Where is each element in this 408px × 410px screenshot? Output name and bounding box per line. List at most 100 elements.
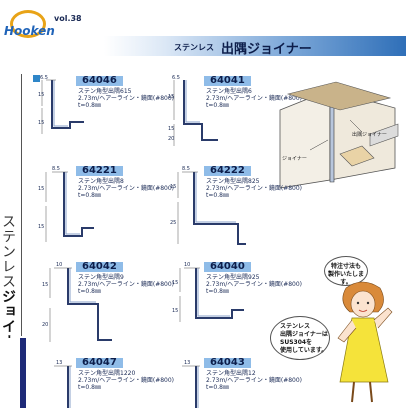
product-code: 64040 bbox=[204, 262, 251, 272]
product-code: 64047 bbox=[76, 358, 123, 368]
callout-line: 製作いたします。 bbox=[327, 271, 364, 286]
product-code: 64222 bbox=[204, 166, 251, 176]
mascot-girl-illustration bbox=[326, 278, 398, 406]
dim-label: 15 bbox=[172, 308, 178, 314]
dim-label: 8.5 bbox=[182, 166, 190, 172]
product-64041: 6.5 15 15 20 64041 ステン角型出隅6 2.73m/ヘアーライン… bbox=[168, 75, 302, 156]
product-description: ステン角型出隅925 2.73m/ヘアーライン・鏡面(#800) t=0.8㎜ bbox=[206, 274, 302, 295]
product-name: ステン角型出隅925 bbox=[206, 274, 260, 281]
profile-diagram-64046: 6.5 15 15 bbox=[38, 75, 84, 134]
dim-label: 15 bbox=[42, 282, 48, 288]
product-spec: 2.73m/ヘアーライン・鏡面(#800) bbox=[206, 185, 303, 192]
dim-label: 15 bbox=[172, 280, 178, 286]
profile-diagram-64043: 13 bbox=[182, 360, 200, 408]
product-thickness: t=0.8㎜ bbox=[206, 192, 229, 199]
dim-label: 15 bbox=[38, 224, 44, 230]
product-description: ステン角型出隅1220 2.73m/ヘアーライン・鏡面(#800) t=0.8㎜ bbox=[78, 370, 174, 391]
mascot-drawing bbox=[337, 281, 393, 403]
dim-label: 13 bbox=[184, 360, 190, 366]
page-title: 出隅ジョイナー bbox=[221, 42, 312, 57]
product-64043: 13 64043 ステン角型出隅12 2.73m/ヘアーライン・鏡面(#800)… bbox=[168, 358, 302, 408]
dim-label: 20 bbox=[168, 136, 174, 142]
dim-label: 8.5 bbox=[52, 166, 60, 172]
product-name: ステン角型出隅6 bbox=[206, 88, 252, 95]
dim-label: 10 bbox=[184, 262, 190, 268]
corner-drawing: 出隅ジョイナー ジョイナー bbox=[279, 81, 399, 189]
product-description: ステン角型出隅825 2.73m/ヘアーライン・鏡面(#800) t=0.8㎜ bbox=[206, 178, 302, 199]
product-name: ステン角型出隅9 bbox=[78, 274, 124, 281]
callout-line: 出隅ジョイナーは bbox=[280, 331, 328, 338]
product-description: ステン角型出隅8 2.73m/ヘアーライン・鏡面(#800) t=0.8㎜ bbox=[78, 178, 174, 199]
corner-installation-illustration: 出隅ジョイナー ジョイナー bbox=[270, 80, 400, 190]
product-description: ステン角型出隅12 2.73m/ヘアーライン・鏡面(#800) t=0.8㎜ bbox=[206, 370, 302, 391]
material-callout: ステンレス 出隅ジョイナーは SUS304を 使用しています。 bbox=[270, 316, 330, 360]
product-code: 64221 bbox=[76, 166, 123, 176]
title-bar: ステンレス 出隅ジョイナー bbox=[104, 36, 406, 57]
product-spec: 2.73m/ヘアーライン・鏡面(#800) bbox=[206, 281, 303, 288]
product-description: ステン角型出隅6 2.73m/ヘアーライン・鏡面(#800) t=0.8㎜ bbox=[206, 88, 302, 109]
product-description: ステン角型出隅9 2.73m/ヘアーライン・鏡面(#800) t=0.8㎜ bbox=[78, 274, 174, 295]
illus-label-top: 出隅ジョイナー bbox=[352, 131, 387, 138]
product-thickness: t=0.8㎜ bbox=[206, 384, 229, 391]
product-spec: 2.73m/ヘアーライン・鏡面(#800) bbox=[78, 95, 175, 102]
product-spec: 2.73m/ヘアーライン・鏡面(#800) bbox=[78, 281, 175, 288]
product-thickness: t=0.8㎜ bbox=[206, 102, 229, 109]
volume-label: vol.38 bbox=[54, 14, 82, 23]
profile-diagram-64040: 10 15 15 bbox=[172, 262, 244, 322]
callout-line: 特注寸法も bbox=[330, 263, 361, 270]
product-64221: 8.5 15 15 64221 ステン角型出隅8 2.73m/ヘアーライン・鏡面… bbox=[38, 166, 174, 246]
logo-wordmark: Hooken bbox=[4, 24, 55, 38]
product-64040: 10 15 15 64040 ステン角型出隅925 2.73m/ヘアーライン・鏡… bbox=[168, 262, 302, 342]
product-name: ステン角型出隅8 bbox=[78, 178, 124, 185]
side-divider bbox=[21, 74, 22, 336]
product-thickness: t=0.8㎜ bbox=[78, 192, 101, 199]
callout-line: SUS304を bbox=[280, 339, 313, 346]
callout-line: 使用しています。 bbox=[280, 347, 328, 354]
product-spec: 2.73m/ヘアーライン・鏡面(#800) bbox=[206, 95, 303, 102]
product-code: 64043 bbox=[204, 358, 251, 368]
product-spec: 2.73m/ヘアーライン・鏡面(#800) bbox=[78, 185, 175, 192]
product-thickness: t=0.8㎜ bbox=[206, 288, 229, 295]
dim-label: 15 bbox=[168, 94, 174, 100]
dim-label: 15 bbox=[168, 126, 174, 132]
dim-label: 20 bbox=[42, 322, 48, 328]
dim-label: 15 bbox=[38, 120, 44, 126]
profile-diagram-64042: 10 15 20 bbox=[42, 262, 112, 342]
product-name: ステン角型出隅615 bbox=[78, 88, 132, 95]
product-thickness: t=0.8㎜ bbox=[78, 288, 101, 295]
dim-label: 15 bbox=[38, 186, 44, 192]
product-name: ステン角型出隅825 bbox=[206, 178, 260, 185]
profile-diagram-64221: 8.5 15 15 bbox=[38, 166, 94, 242]
product-code: 64041 bbox=[204, 76, 251, 86]
dim-label: 15 bbox=[170, 184, 176, 190]
product-thickness: t=0.8㎜ bbox=[78, 102, 101, 109]
product-name: ステン角型出隅12 bbox=[206, 370, 256, 377]
profile-diagram-64047: 13 bbox=[54, 360, 72, 408]
dim-label: 13 bbox=[56, 360, 62, 366]
dim-label: 25 bbox=[170, 220, 176, 226]
dim-label: 6.5 bbox=[172, 75, 180, 81]
dim-label: 10 bbox=[56, 262, 62, 268]
product-64042: 10 15 20 64042 ステン角型出隅9 2.73m/ヘアーライン・鏡面(… bbox=[38, 262, 174, 346]
product-64046: 6.5 15 15 64046 ステン角型出隅615 2.73m/ヘアーライン・… bbox=[38, 75, 174, 146]
title-small: ステンレス bbox=[174, 43, 214, 52]
product-code: 64042 bbox=[76, 262, 123, 272]
side-color-block bbox=[0, 338, 26, 408]
section-marker-icon bbox=[33, 75, 40, 82]
profile-diagram-64041: 6.5 15 15 20 bbox=[168, 75, 218, 146]
side-label-normal: ステンレス bbox=[0, 214, 16, 289]
profile-diagram-64222: 8.5 15 25 bbox=[170, 166, 246, 245]
product-64047: 13 64047 ステン角型出隅1220 2.73m/ヘアーライン・鏡面(#80… bbox=[38, 358, 174, 408]
hooken-logo: Hooken bbox=[4, 4, 64, 44]
product-description: ステン角型出隅615 2.73m/ヘアーライン・鏡面(#800) t=0.8㎜ bbox=[78, 88, 174, 109]
product-64222: 8.5 15 25 64222 ステン角型出隅825 2.73m/ヘアーライン・… bbox=[168, 166, 302, 248]
dim-label: 6.5 bbox=[40, 75, 48, 81]
product-thickness: t=0.8㎜ bbox=[78, 384, 101, 391]
callout-line: ステンレス bbox=[280, 323, 311, 330]
product-spec: 2.73m/ヘアーライン・鏡面(#800) bbox=[206, 377, 303, 384]
product-spec: 2.73m/ヘアーライン・鏡面(#800) bbox=[78, 377, 175, 384]
logo-ring-icon bbox=[10, 10, 46, 38]
dim-label: 15 bbox=[38, 92, 44, 98]
product-name: ステン角型出隅1220 bbox=[78, 370, 136, 377]
illus-label-bottom: ジョイナー bbox=[282, 156, 307, 162]
